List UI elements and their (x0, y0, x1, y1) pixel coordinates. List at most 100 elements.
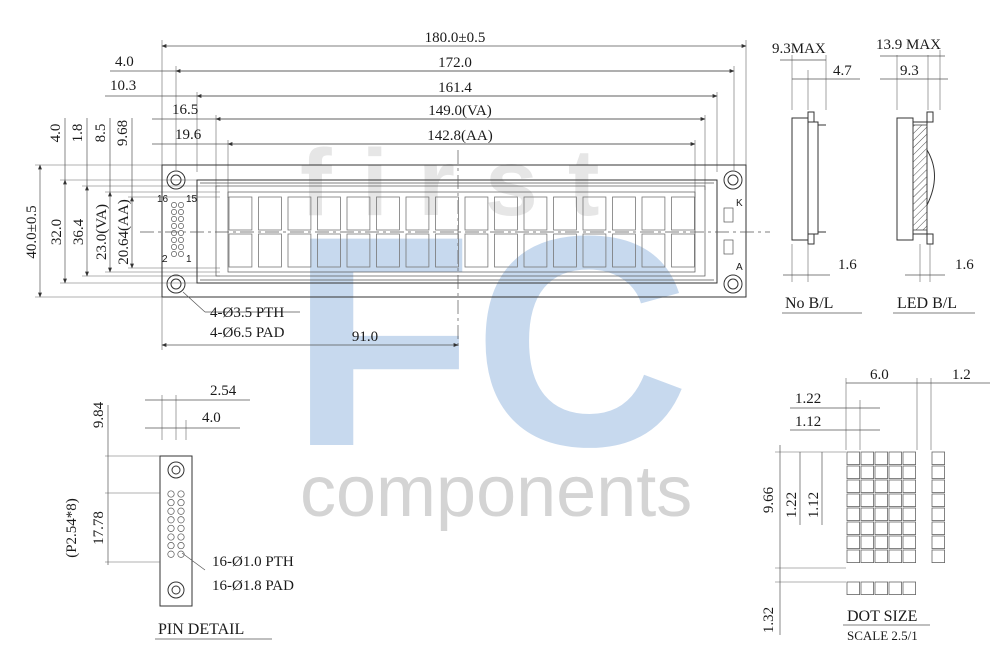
dot-cell (888, 507, 903, 522)
character-cell (582, 196, 607, 231)
pin-hole (171, 223, 177, 229)
pin-hole (171, 251, 177, 257)
dot-cell (902, 465, 917, 480)
dot-cell (846, 507, 861, 522)
left-dimensions: 40.0±0.5 32.0 36.4 23.0(VA) 20.64(AA) 4.… (24, 118, 220, 298)
dot-cell (888, 465, 903, 480)
dot-cell (888, 493, 903, 508)
next-char-dot (931, 535, 946, 550)
dot-v-1-32: 1.32 (761, 607, 777, 633)
character-cell (258, 233, 282, 268)
pin-detail-holes (167, 490, 185, 558)
dot-1-12: 1.12 (795, 414, 821, 430)
character-cell (612, 233, 636, 268)
pin-hole (171, 237, 177, 243)
pin-detail-title: PIN DETAIL (158, 621, 244, 638)
dot-cell (846, 535, 861, 550)
dim-172: 172.0 (438, 55, 472, 71)
dot-1-22: 1.22 (795, 391, 821, 407)
dot-6-0: 6.0 (870, 367, 889, 383)
dim-4-top: 4.0 (115, 54, 134, 70)
dim-91: 91.0 (352, 329, 378, 345)
pin-detail-hole (167, 550, 175, 558)
cursor-dot (860, 581, 875, 596)
pin-detail-hole (177, 490, 185, 498)
pin-hole (178, 251, 184, 257)
dot-size-title: DOT SIZE (847, 608, 917, 625)
pin-9-84: 9.84 (91, 401, 107, 428)
no-bl-1-6: 1.6 (838, 257, 857, 273)
character-cell (228, 233, 253, 268)
pin-label-15: 15 (186, 194, 198, 205)
character-cell (287, 233, 312, 268)
dot-cell (902, 535, 917, 550)
pin-detail-hole (167, 507, 175, 515)
pin-hole (171, 244, 177, 250)
front-pin-header (171, 202, 184, 257)
character-cell (523, 233, 548, 268)
pin-label-16: 16 (157, 194, 169, 205)
dot-cell (902, 507, 917, 522)
character-cell (405, 233, 430, 268)
pin-hole (178, 244, 184, 250)
terminal-k: K (736, 198, 743, 209)
pin-hole (171, 230, 177, 236)
dim-20-aa: 20.64(AA) (116, 199, 132, 264)
dim-23-va: 23.0(VA) (94, 204, 110, 260)
dot-cell (860, 535, 875, 550)
dot-cell (902, 521, 917, 536)
dot-cell (846, 451, 861, 466)
character-cells (228, 196, 695, 268)
next-char-dot (931, 493, 946, 508)
character-cell (435, 196, 459, 231)
character-cell (435, 233, 459, 268)
pin-hole (171, 216, 177, 222)
dot-cell (888, 451, 903, 466)
no-bl-max: 9.3MAX (772, 41, 826, 57)
pin-detail-hole (167, 524, 175, 532)
dim-36: 36.4 (71, 218, 87, 245)
dot-cell (874, 479, 889, 494)
dot-cell (846, 479, 861, 494)
led-bl-9-3: 9.3 (900, 63, 919, 79)
character-cell (346, 233, 371, 268)
pin-detail-hole (167, 516, 175, 524)
pin-detail-hole (177, 524, 185, 532)
character-cell (641, 233, 666, 268)
dot-1-2: 1.2 (952, 367, 971, 383)
dot-cell (874, 451, 889, 466)
character-cell (317, 196, 341, 231)
cursor-dot (902, 581, 917, 596)
dot-cell (874, 521, 889, 536)
dot-cell (874, 493, 889, 508)
character-cell (612, 196, 636, 231)
pin-17-78: 17.78 (91, 511, 107, 545)
mount-pad-callout: 4-Ø6.5 PAD (210, 325, 285, 341)
watermark-fc-logo: FC (290, 173, 690, 509)
dot-cell (860, 465, 875, 480)
dot-cell (888, 549, 903, 564)
character-cell (523, 196, 548, 231)
next-char-dot (931, 507, 946, 522)
character-cell (405, 196, 430, 231)
dot-cell (902, 549, 917, 564)
dot-cell (874, 549, 889, 564)
pin-hole (178, 202, 184, 208)
pin-detail-hole (167, 499, 175, 507)
dot-matrix-grid (846, 451, 946, 596)
pin-detail-hole (177, 516, 185, 524)
front-view: 16 15 2 1 K A 4-Ø3.5 PTH 4-Ø6.5 PAD 91.0 (140, 150, 770, 350)
character-cell (671, 233, 695, 268)
dim-overall-height: 40.0±0.5 (24, 205, 40, 258)
pin-detail-hole (177, 499, 185, 507)
dim-161: 161.4 (438, 80, 472, 96)
dim-1-8: 1.8 (70, 124, 86, 143)
pin-4-0: 4.0 (202, 410, 221, 426)
character-cell (582, 233, 607, 268)
dim-142-aa: 142.8(AA) (427, 128, 492, 144)
character-cell (494, 196, 518, 231)
dot-cell (902, 493, 917, 508)
top-dimensions: 180.0±0.5 172.0 4.0 161.4 10.3 149.0(VA)… (105, 30, 747, 198)
dim-10: 10.3 (110, 78, 136, 94)
pin-detail-hole (167, 542, 175, 550)
